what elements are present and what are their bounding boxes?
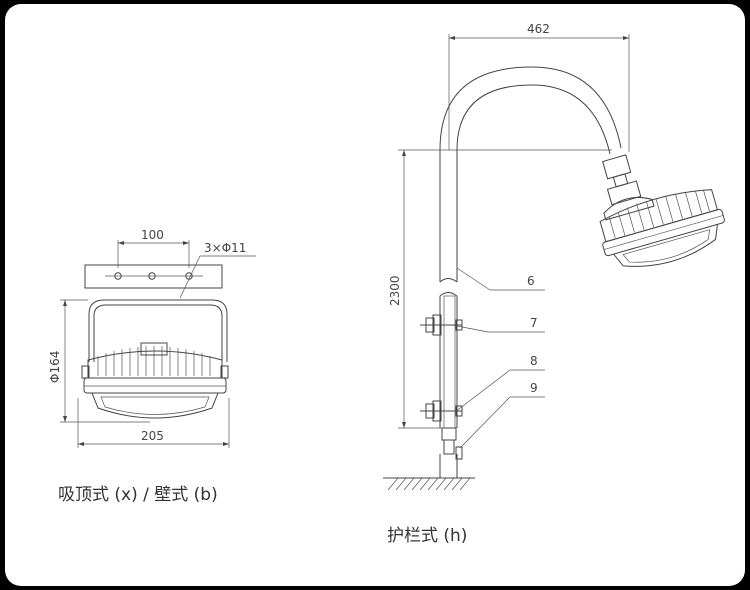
curved-arm-outer xyxy=(439,66,622,151)
bottom-fitting xyxy=(441,427,457,441)
mounting-plate xyxy=(84,264,223,289)
lamp-head-right xyxy=(599,154,725,267)
dim-100: 100 xyxy=(141,228,164,242)
upper-clamp xyxy=(420,314,463,336)
right-guardrail-view: 462 xyxy=(383,22,725,546)
dim-164: Φ164 xyxy=(48,351,62,383)
caption-left: 吸顶式 (x) / 壁式 (b) xyxy=(58,485,218,505)
dim-holes: 3×Φ11 xyxy=(204,241,246,255)
lamp-body-left xyxy=(81,342,229,419)
dim-205: 205 xyxy=(141,429,164,443)
drawing-sheet: 100 3×Φ11 xyxy=(5,4,745,586)
left-mount-view: 100 3×Φ11 xyxy=(48,228,256,505)
u-bracket-outer xyxy=(88,299,228,362)
technical-drawing: 100 3×Φ11 xyxy=(48,22,725,546)
callout-7: 7 xyxy=(530,316,538,330)
guardrail-post xyxy=(443,295,456,429)
caption-right: 护栏式 (h) xyxy=(387,526,467,546)
curved-arm-inner xyxy=(456,84,611,155)
ground-hatch xyxy=(387,477,471,491)
callout-9: 9 xyxy=(530,381,538,395)
dim-2300: 2300 xyxy=(388,275,402,306)
cable-gland xyxy=(455,446,463,460)
dim-462: 462 xyxy=(527,22,550,36)
callout-8: 8 xyxy=(530,354,538,368)
lower-clamp xyxy=(420,400,463,422)
callout-6: 6 xyxy=(527,274,535,288)
u-bracket xyxy=(93,304,223,362)
